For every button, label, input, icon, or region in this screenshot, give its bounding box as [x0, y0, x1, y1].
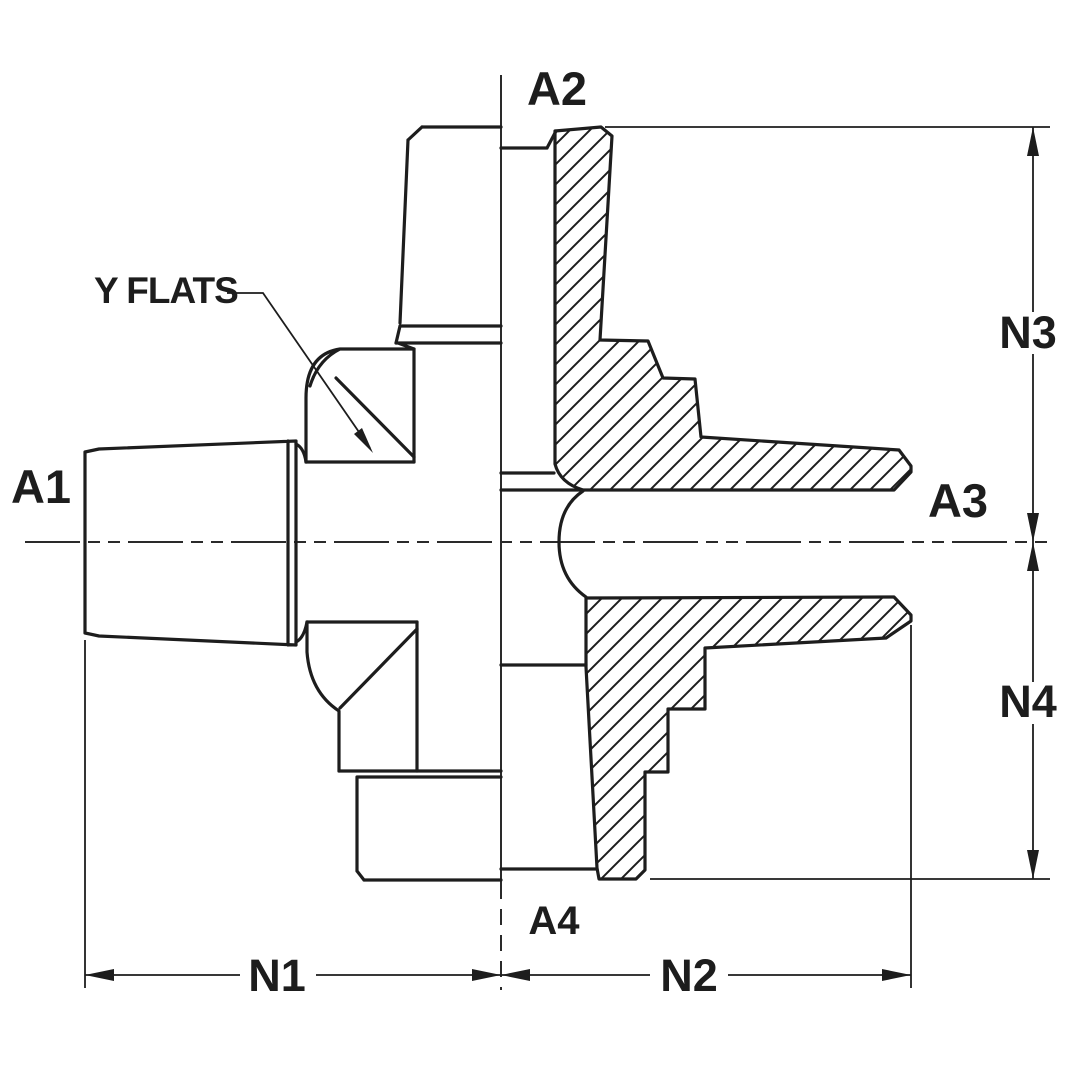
- dimension-n1-n2: N1 N2: [84, 625, 912, 1001]
- n2-arrow-left: [501, 969, 530, 981]
- a2-label: A2: [527, 62, 587, 115]
- y-flats-callout: Y FLATS: [94, 270, 373, 453]
- external-view: [83, 125, 503, 882]
- a1-port-outline: [83, 439, 298, 647]
- n3-arrow-top: [1027, 127, 1039, 156]
- lower-arm-section: [584, 595, 913, 881]
- upper-flat-chamfer-line: [334, 376, 416, 459]
- centerlines: [25, 75, 1048, 990]
- n4-arrow-bottom: [1027, 850, 1039, 879]
- n3-arrow-bottom: [1027, 513, 1039, 542]
- a2-bore-countersink: [499, 129, 558, 150]
- n3-label: N3: [999, 307, 1057, 358]
- n1-arrow-right: [472, 969, 501, 981]
- dimension-n3-n4: N3 N4: [605, 126, 1057, 880]
- n4-arrow-top: [1027, 542, 1039, 571]
- internal-bore-lines: [499, 129, 599, 871]
- upper-arm-section: [553, 125, 913, 492]
- y-flats-leader-arrow: [354, 428, 373, 453]
- y-flats-label: Y FLATS: [94, 270, 238, 311]
- a4-label: A4: [528, 899, 580, 943]
- section-hatching: [553, 125, 913, 881]
- n2-label: N2: [660, 950, 718, 1001]
- lower-flat-chamfer-line: [338, 627, 419, 710]
- n2-arrow-right: [882, 969, 911, 981]
- port-labels: A1 A2 A3 A4: [11, 62, 988, 943]
- bore-nose-arc: [557, 489, 588, 599]
- a1-label: A1: [11, 460, 71, 513]
- n1-label: N1: [248, 950, 306, 1001]
- n4-label: N4: [999, 676, 1057, 727]
- a2-port-outline: [394, 125, 503, 345]
- upper-flat-outline: [304, 347, 416, 464]
- hex-top-face: [394, 341, 503, 351]
- a4-port-outline: [355, 775, 503, 882]
- n1-arrow-left: [85, 969, 114, 981]
- y-flats-leader-line: [227, 292, 371, 449]
- hub-neck-lines: [304, 460, 419, 624]
- lower-flat-outline: [305, 620, 419, 773]
- a3-label: A3: [928, 474, 988, 527]
